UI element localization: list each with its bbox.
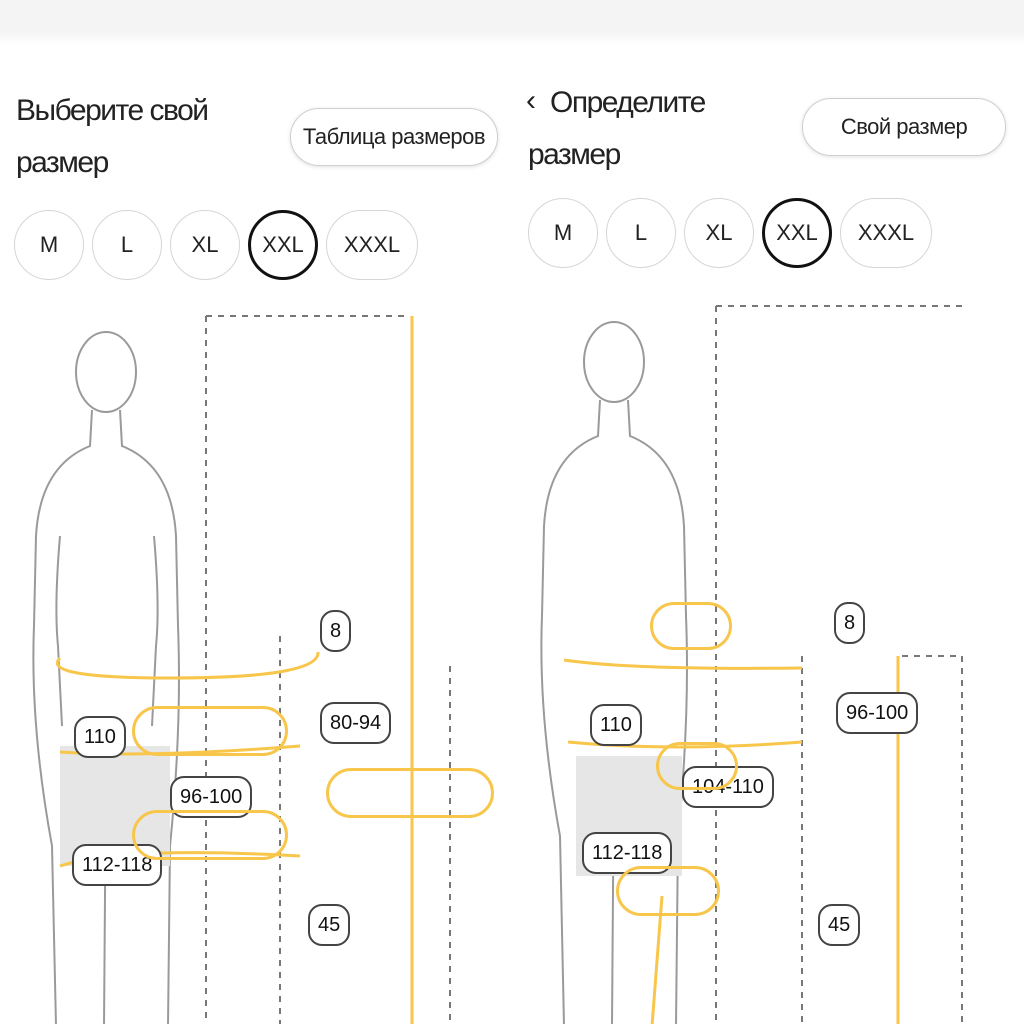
inseam-measure-label: 45 [818, 904, 861, 946]
measure-lines [56, 316, 414, 1024]
size-chip-xxl[interactable]: XXL [762, 198, 832, 268]
size-chip-l[interactable]: L [606, 198, 676, 268]
seat-highlight [132, 810, 288, 860]
waist-highlight [132, 706, 288, 756]
page-title-line2: размер [528, 138, 621, 171]
page-title-line1: Определите [550, 86, 706, 119]
size-chip-m[interactable]: M [14, 210, 84, 280]
inseam-measure-label: 45 [308, 904, 351, 946]
body-figure-illustration [540, 305, 963, 1024]
size-table-button[interactable]: Свой размер [802, 98, 1006, 156]
size-chip-m[interactable]: M [528, 198, 598, 268]
hips-highlight [326, 768, 494, 818]
body-outline [540, 321, 688, 1024]
size-chip-xl[interactable]: XL [684, 198, 754, 268]
top-bar-shadow [0, 30, 1024, 46]
size-chip-xxxl[interactable]: XXXL [326, 210, 418, 280]
size-selector: M L XL XXL XXXL [528, 198, 932, 268]
size-chip-xxl[interactable]: XXL [248, 210, 318, 280]
size-selector: M L XL XXL XXXL [14, 210, 418, 280]
chest-highlight [650, 602, 732, 650]
size-chip-xl[interactable]: XL [170, 210, 240, 280]
waist-highlight [656, 742, 738, 790]
waist-measure-label: 110 [74, 716, 126, 758]
size-picker-panel-left: Выберите свой размер Таблица размеров M … [0, 46, 512, 1024]
hips-measure-label: 96-100 [836, 692, 919, 734]
guide-lines [715, 305, 963, 1024]
back-icon[interactable]: ‹ [526, 84, 536, 117]
size-table-button[interactable]: Таблица размеров [290, 108, 498, 166]
seat-highlight [616, 866, 720, 916]
hips-measure-label: 80-94 [320, 702, 392, 744]
top-bar [0, 0, 1024, 46]
chest-measure-label: 8 [834, 602, 866, 644]
body-figure-illustration [32, 315, 451, 1024]
size-chip-xxxl[interactable]: XXXL [840, 198, 932, 268]
page-title-line1: Выберите свой [16, 94, 209, 127]
chest-measure-label: 8 [320, 610, 352, 652]
waist-measure-label: 110 [590, 704, 642, 746]
size-picker-panel-right: ‹ Определите размер Свой размер M L XL X… [512, 46, 1024, 1024]
page-title-line2: размер [16, 146, 109, 179]
size-chip-l[interactable]: L [92, 210, 162, 280]
